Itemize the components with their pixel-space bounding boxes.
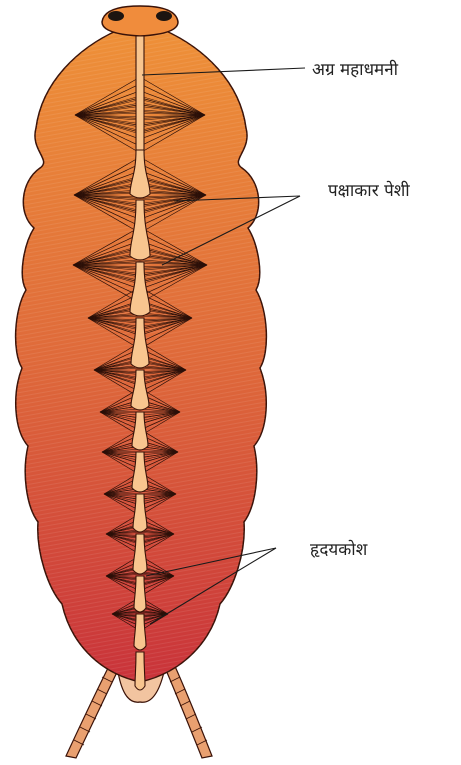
label-chambers: हृदयकोश (310, 539, 368, 560)
right-eye (156, 11, 172, 21)
left-eye (108, 11, 124, 21)
anterior-aorta (136, 36, 144, 150)
insect-head (102, 6, 178, 36)
label-alary-muscles: पक्षाकार पेशी (328, 180, 410, 201)
heart-chamber (134, 614, 146, 650)
heart-chamber (134, 576, 146, 612)
right-cercus (166, 664, 212, 758)
heart-chamber (135, 652, 145, 690)
label-anterior-aorta: अग्र महाधमनी (312, 59, 399, 80)
left-cercus (66, 664, 118, 758)
